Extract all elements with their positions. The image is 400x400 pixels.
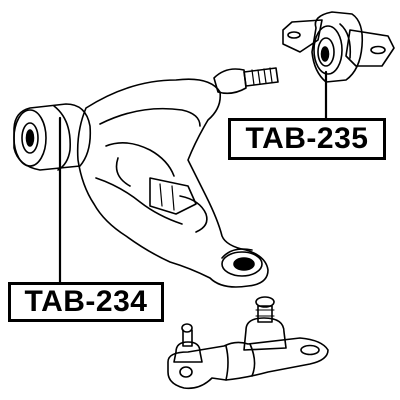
- left-bushing-drawing: [13, 103, 92, 171]
- part-label-tab-234: TAB-234: [8, 282, 164, 322]
- bushing-drawing: [282, 11, 395, 83]
- control-arm-drawing: [76, 67, 279, 288]
- part-label-tab-235: TAB-235: [228, 118, 386, 160]
- ball-joint-drawing: [167, 296, 329, 390]
